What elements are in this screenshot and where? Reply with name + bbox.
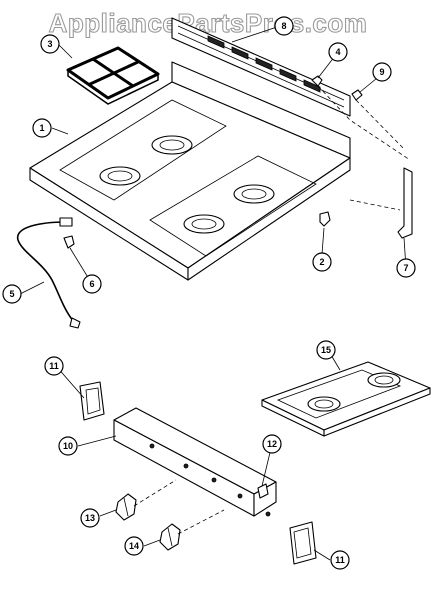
part-screw-2 [319, 211, 331, 227]
callout-3: 3 [40, 34, 60, 54]
watermark-text: AppliancePartsPros.com [49, 8, 368, 38]
part-backguard [171, 17, 351, 117]
callout-4: 4 [328, 42, 348, 62]
callout-8: 8 [274, 16, 294, 36]
part-screw-9 [351, 89, 363, 101]
callout-14: 14 [124, 536, 144, 556]
callout-15: 15 [316, 340, 336, 360]
callout-label: 6 [89, 279, 94, 289]
part-igniter-cable [17, 217, 81, 329]
callout-6: 6 [82, 274, 102, 294]
callout-label: 15 [321, 345, 331, 355]
part-screw-6 [63, 235, 75, 249]
callout-label: 10 [63, 441, 73, 451]
callout-label: 11 [49, 361, 59, 371]
callout-2: 2 [312, 252, 332, 272]
part-screw-4 [311, 75, 323, 87]
callout-10: 10 [58, 436, 78, 456]
callout-12: 12 [262, 434, 282, 454]
callout-label: 8 [281, 21, 286, 31]
part-side-bracket [397, 167, 413, 239]
part-drip-tray [261, 361, 431, 437]
callout-label: 14 [129, 541, 139, 551]
part-end-cap-upper [79, 381, 105, 421]
callout-label: 5 [9, 289, 14, 299]
callout-11-upper: 11 [44, 356, 64, 376]
callout-label: 13 [85, 513, 95, 523]
part-end-cap-lower [289, 521, 317, 565]
part-knob-13 [115, 493, 137, 521]
callout-1: 1 [32, 118, 52, 138]
part-control-panel [113, 407, 277, 517]
callout-11-lower: 11 [330, 550, 350, 570]
callout-label: 9 [379, 67, 384, 77]
callout-label: 7 [403, 263, 408, 273]
part-burner-grate [66, 46, 160, 105]
callout-label: 2 [319, 257, 324, 267]
callout-label: 12 [267, 439, 277, 449]
callout-9: 9 [372, 62, 392, 82]
callout-13: 13 [80, 508, 100, 528]
callout-label: 1 [39, 123, 44, 133]
callout-5: 5 [2, 284, 22, 304]
callout-label: 11 [335, 555, 345, 565]
callout-label: 4 [335, 47, 340, 57]
part-knob-14 [159, 523, 181, 551]
callout-label: 3 [47, 39, 52, 49]
callout-7: 7 [396, 258, 416, 278]
part-cooktop [29, 61, 351, 281]
